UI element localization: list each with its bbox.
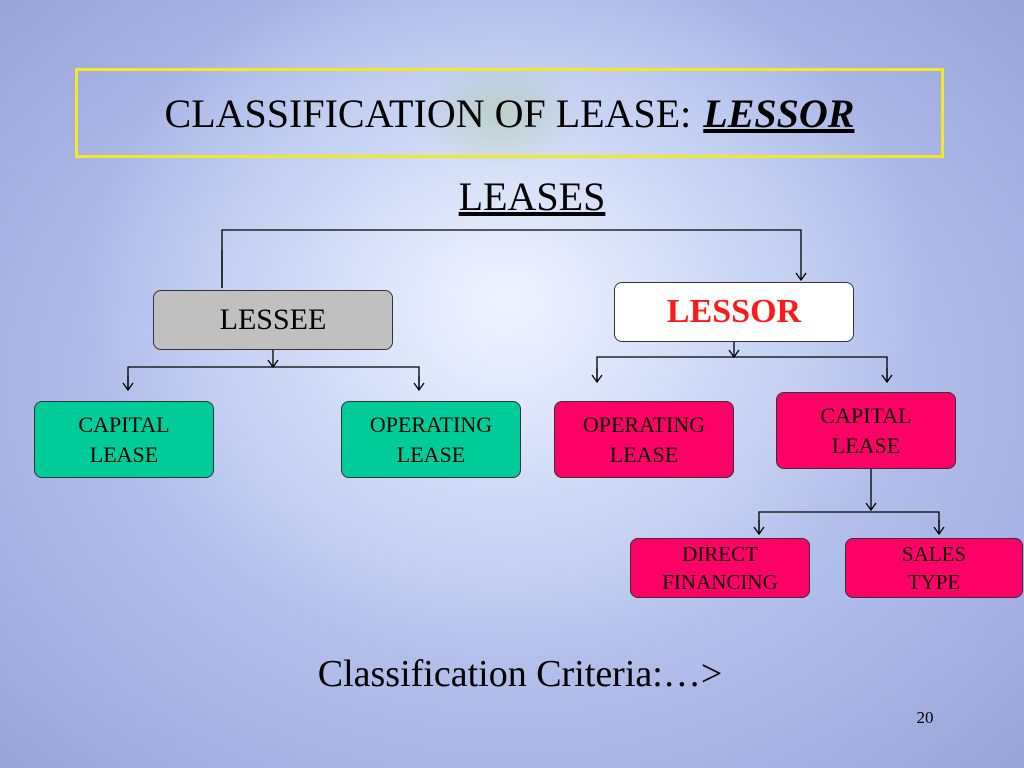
node-lessee-label: LESSEE bbox=[219, 303, 327, 336]
node-lessee-operating-lease: OPERATING LEASE bbox=[341, 401, 521, 478]
connector-root-bracket bbox=[221, 229, 807, 288]
node-lessor-operating-lease-label: OPERATING LEASE bbox=[582, 411, 706, 467]
connector-lessor-bracket bbox=[596, 356, 888, 382]
node-lessor: LESSOR bbox=[614, 282, 854, 342]
root-node-leases: LEASES bbox=[458, 174, 606, 219]
connector-lessee-bracket bbox=[127, 366, 420, 390]
node-sales-type-label: SALES TYPE bbox=[901, 542, 967, 594]
node-lessor-capital-lease-label: CAPITAL LEASE bbox=[820, 402, 912, 458]
page-number: 20 bbox=[916, 708, 934, 727]
node-lessor-capital-lease: CAPITAL LEASE bbox=[776, 392, 956, 469]
node-direct-financing-label: DIRECT FINANCING bbox=[662, 542, 778, 594]
node-lessee-operating-lease-label: OPERATING LEASE bbox=[369, 411, 493, 467]
node-lessee-capital-lease: CAPITAL LEASE bbox=[34, 401, 214, 478]
node-sales-type: SALES TYPE bbox=[845, 538, 1023, 598]
node-lessor-operating-lease: OPERATING LEASE bbox=[554, 401, 734, 478]
node-lessor-label: LESSOR bbox=[666, 293, 802, 330]
slide-title-emphasis: LESSOR bbox=[703, 90, 855, 136]
node-lessee-capital-lease-label: CAPITAL LEASE bbox=[78, 411, 170, 467]
node-lessee: LESSEE bbox=[153, 290, 393, 350]
slide-title-box: CLASSIFICATION OF LEASE: LESSOR bbox=[75, 68, 944, 158]
classification-criteria-link[interactable]: Classification Criteria:…> bbox=[317, 653, 723, 695]
node-direct-financing: DIRECT FINANCING bbox=[630, 538, 810, 598]
connector-capital-bracket bbox=[758, 511, 940, 534]
slide-title: CLASSIFICATION OF LEASE: bbox=[164, 90, 692, 136]
